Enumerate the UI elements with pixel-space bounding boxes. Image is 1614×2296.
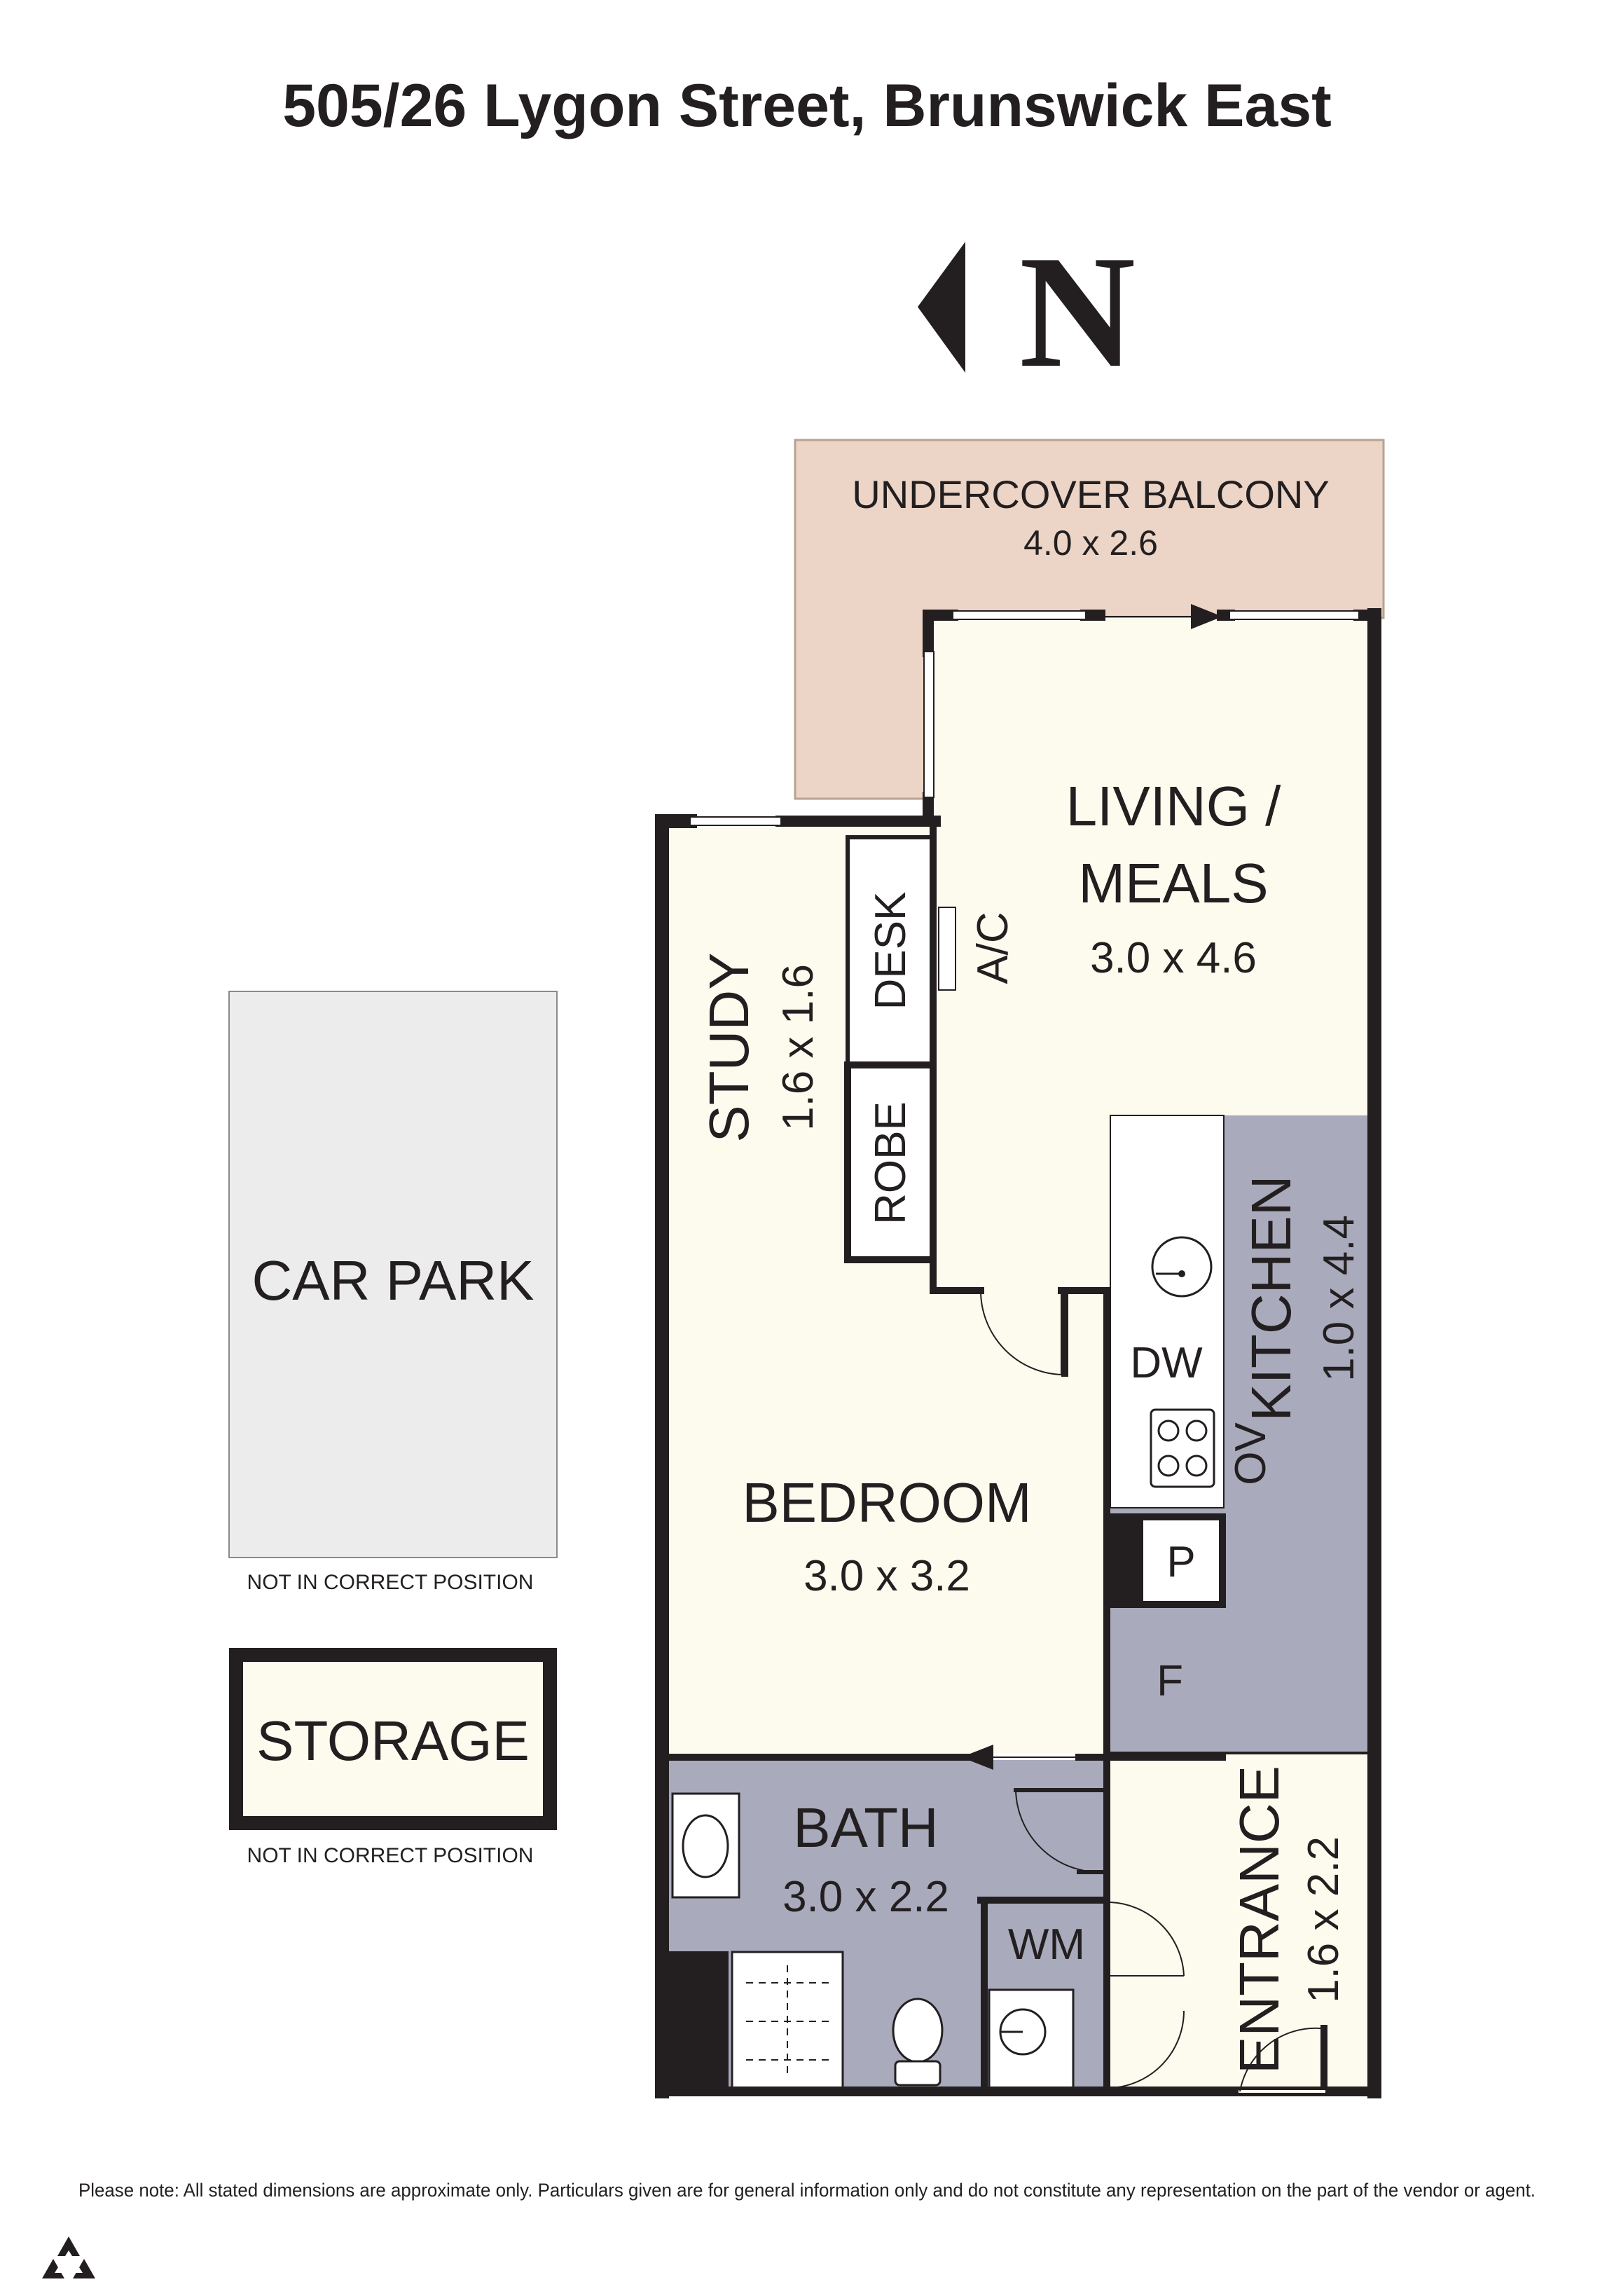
living-label-line2: MEALS <box>1078 852 1268 914</box>
burner-icon <box>1157 1419 1180 1442</box>
robe-label: ROBE <box>867 1101 915 1225</box>
room-labels: UNDERCOVER BALCONY 4.0 x 2.6 LIVING / ME… <box>698 472 1363 2074</box>
study-window <box>689 816 782 826</box>
living-side-window <box>923 651 934 798</box>
bath-basin-icon <box>682 1814 729 1878</box>
carpark-box <box>228 991 558 1558</box>
recycle-logo-icon <box>42 2236 95 2278</box>
toilet-cistern-icon <box>894 2060 942 2087</box>
washing-machine-label: WM <box>1008 1920 1085 1969</box>
north-label: N <box>1019 222 1136 401</box>
pantry-door <box>1143 1520 1219 1601</box>
oven-label: OV <box>1227 1422 1275 1485</box>
entrance-dims: 1.6 x 2.2 <box>1299 1836 1348 2003</box>
cooktop-icon <box>1150 1408 1215 1488</box>
air-conditioner <box>938 907 956 991</box>
bedroom-label: BEDROOM <box>742 1471 1031 1534</box>
storage-note: NOT IN CORRECT POSITION <box>247 1844 534 1867</box>
balcony-label: UNDERCOVER BALCONY <box>852 472 1329 516</box>
pantry-label: P <box>1166 1538 1195 1586</box>
storage-box <box>229 1648 557 1830</box>
entrance-label: ENTRANCE <box>1228 1766 1290 2074</box>
entrance-area <box>1110 1753 1373 2089</box>
footer: Please note: All stated dimensions are a… <box>42 2180 1536 2278</box>
bedroom-area <box>669 1291 1107 1753</box>
dishwasher-label: DW <box>1130 1339 1203 1387</box>
page-title: 505/26 Lygon Street, Brunswick East <box>282 72 1332 139</box>
toilet-icon <box>892 1998 944 2063</box>
burner-icon <box>1157 1455 1180 1477</box>
wall-block <box>662 1951 729 2091</box>
laundry-door <box>1110 1902 1185 1977</box>
ac-label: A/C <box>969 912 1017 984</box>
disclaimer: Please note: All stated dimensions are a… <box>78 2180 1536 2201</box>
carpark-block: CAR PARK NOT IN CORRECT POSITION <box>228 991 558 1594</box>
living-window <box>952 610 1087 620</box>
carpark-note: NOT IN CORRECT POSITION <box>247 1571 534 1594</box>
burner-icon <box>1185 1455 1208 1477</box>
bedroom-door <box>979 1290 1062 1375</box>
storage-label: STORAGE <box>256 1710 530 1772</box>
study-label: STUDY <box>698 952 760 1142</box>
balcony-dims: 4.0 x 2.6 <box>1023 523 1158 563</box>
burner-icon <box>1185 1419 1208 1442</box>
walls <box>655 608 1381 2098</box>
slide-arrow-icon <box>1191 604 1222 629</box>
living-label-line1: LIVING / <box>1066 775 1282 837</box>
laundry-door <box>1110 2010 1185 2089</box>
kitchen-label: KITCHEN <box>1240 1175 1302 1421</box>
shower-screen-icon <box>746 1965 830 2077</box>
fridge-label: F <box>1157 1657 1183 1705</box>
north-compass: N <box>918 222 1136 401</box>
storage-block: STORAGE NOT IN CORRECT POSITION <box>229 1648 557 1867</box>
bath-dims: 3.0 x 2.2 <box>782 1873 949 1921</box>
fixtures <box>671 835 1226 2091</box>
openings <box>689 604 1360 2092</box>
bath-door <box>1015 1789 1101 1873</box>
north-arrow-icon <box>918 242 965 373</box>
kitchen-dims: 1.0 x 4.4 <box>1315 1215 1363 1382</box>
bedroom-dims: 3.0 x 3.2 <box>803 1552 970 1600</box>
living-dims: 3.0 x 4.6 <box>1090 934 1257 982</box>
living-window <box>1229 610 1360 620</box>
entry-door <box>1239 2027 1321 2092</box>
study-dims: 1.6 x 1.6 <box>774 964 822 1131</box>
bath-slide-arrow-icon <box>961 1745 993 1770</box>
carpark-label: CAR PARK <box>251 1249 534 1312</box>
bath-label: BATH <box>793 1796 938 1859</box>
desk-label: DESK <box>867 892 915 1010</box>
kitchen-sink-icon <box>1151 1236 1213 1298</box>
